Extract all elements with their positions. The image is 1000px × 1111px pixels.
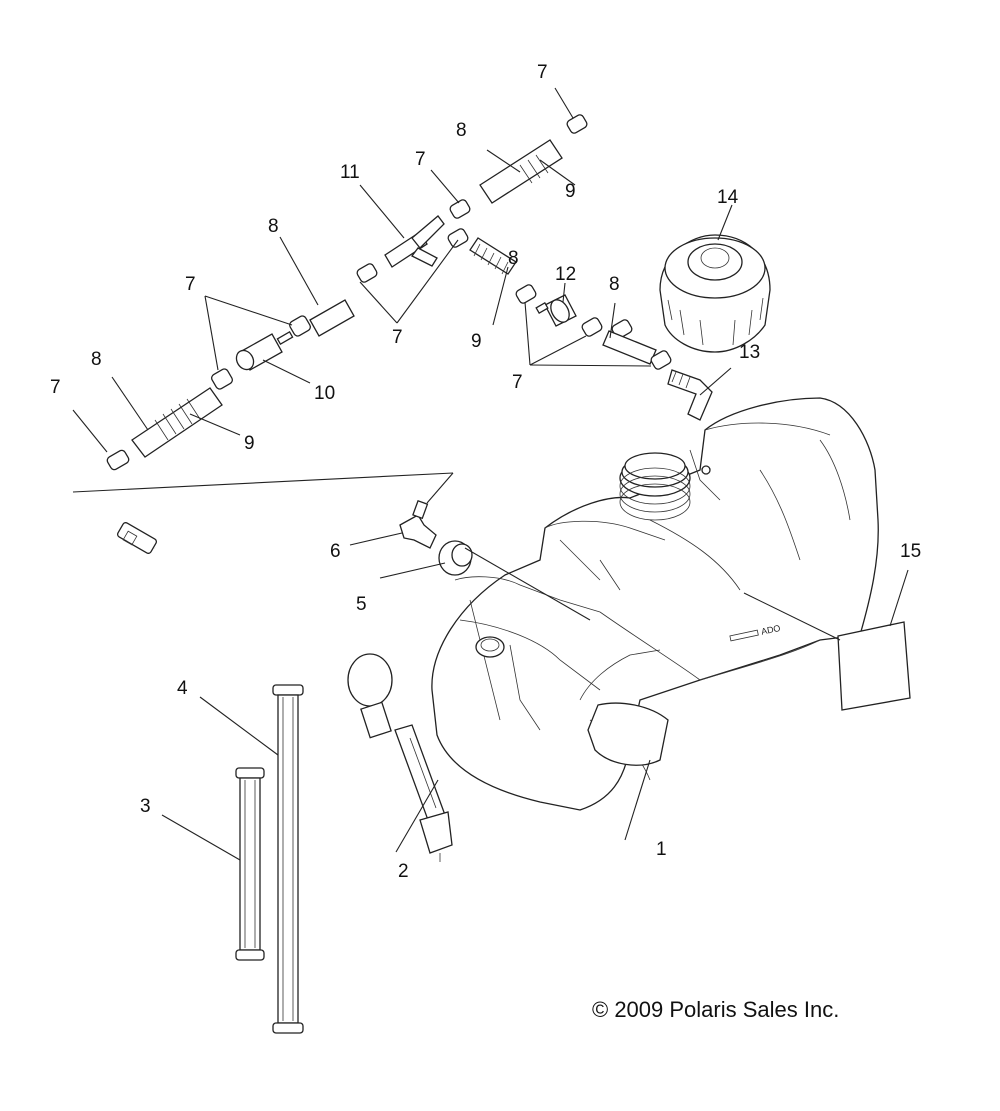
hose-top-right <box>479 139 563 204</box>
callout-3: 3 <box>140 796 151 817</box>
callout-8-e: 8 <box>609 274 620 295</box>
callout-7-d: 7 <box>415 149 426 170</box>
callout-4: 4 <box>177 678 188 699</box>
hose-right <box>602 330 657 365</box>
callout-9-c: 9 <box>471 331 482 352</box>
callout-8-d: 8 <box>508 248 519 269</box>
clamp-top-mid <box>449 199 471 219</box>
clamp-top-right <box>566 114 588 134</box>
grommet <box>438 540 473 576</box>
clamp-lower-left <box>106 449 130 471</box>
callout-5: 5 <box>356 594 367 615</box>
strap-short <box>235 767 265 961</box>
callout-11: 11 <box>340 162 360 183</box>
leader-lines <box>72 87 909 861</box>
elbow-fitting <box>399 499 437 549</box>
fuel-tank: ADO <box>431 397 879 811</box>
callout-12: 12 <box>555 264 576 285</box>
check-valve <box>535 294 577 327</box>
clamp-mid-left <box>356 263 378 283</box>
copyright-notice: © 2009 Polaris Sales Inc. <box>592 997 840 1022</box>
callout-6: 6 <box>330 541 341 562</box>
clamp-mid-right <box>515 284 537 304</box>
fuel-sender <box>116 522 453 862</box>
callout-13: 13 <box>739 342 760 363</box>
strap-long <box>272 684 304 1034</box>
callout-7-b: 7 <box>185 274 196 295</box>
tee-fitting <box>384 215 445 268</box>
clamp-left-3 <box>289 315 311 337</box>
fuel-filter <box>235 331 294 371</box>
callout-1: 1 <box>656 839 667 860</box>
callout-8-b: 8 <box>268 216 279 237</box>
callout-7-f: 7 <box>512 372 523 393</box>
callout-9-b: 9 <box>565 181 576 202</box>
hose-corrugated-mid <box>469 237 517 275</box>
callout-7-e: 7 <box>537 62 548 83</box>
callout-8-c: 8 <box>456 120 467 141</box>
clamp-mid-center <box>447 228 469 248</box>
callout-10: 10 <box>314 383 335 404</box>
callout-7-a: 7 <box>50 377 61 398</box>
callout-8-a: 8 <box>91 349 102 370</box>
tank-marking: ADO <box>760 623 781 637</box>
clamp-left-2 <box>211 368 233 390</box>
callout-2: 2 <box>398 861 409 882</box>
callout-9-a: 9 <box>244 433 255 454</box>
fuel-cap <box>659 234 771 353</box>
clamp-right-3 <box>650 350 672 370</box>
callout-15: 15 <box>900 541 921 562</box>
callout-labels: 1 2 3 4 5 6 7 8 9 7 10 8 7 11 7 8 9 7 8 … <box>50 62 921 882</box>
callout-14: 14 <box>717 187 739 208</box>
elbow-connector <box>667 369 713 421</box>
decal <box>837 621 911 711</box>
hose-lower-left <box>131 387 223 458</box>
hose-upper-left <box>309 299 355 337</box>
clamp-right-1 <box>581 317 603 337</box>
callout-7-c: 7 <box>392 327 403 348</box>
